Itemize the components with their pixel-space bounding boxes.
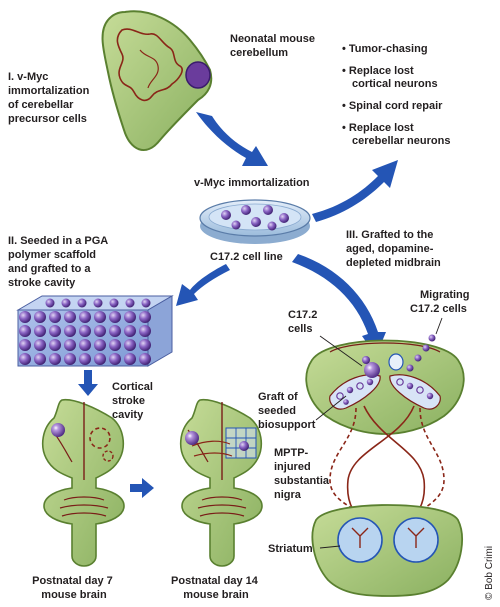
scaffold-cell [109,339,121,351]
scaffold-cell [77,298,87,308]
cell-line-label: C17.2 cell line [210,251,283,263]
arrow-to-scaffold [176,264,230,306]
scaffold-cell [94,339,106,351]
scaffold-cell [45,298,55,308]
nigra-right [389,374,441,410]
arrow-immortalization [196,112,268,166]
scaffold-cell [139,339,151,351]
scaffold-cell [79,325,91,337]
day7-cell [51,423,65,437]
scaffold-cell [109,325,121,337]
scaffold-cell [61,298,71,308]
migrating-label: Migrating C17.2 cells [410,289,473,315]
brain-day7 [41,398,125,567]
scaffold-cell [125,298,135,308]
petri-dish [199,199,311,244]
section-1-heading: I. v-Myc immortalization of cerebellar p… [8,71,92,125]
applications-list: • Tumor-chasing • Replace lost cortical … [342,43,450,147]
section-3-heading: III. Grafted to the aged, dopamine- depl… [346,229,441,269]
scaffold-cell [109,353,121,365]
striatum-section [311,504,463,597]
nigra-left [329,374,381,410]
day7-stroke-cavity [89,427,111,449]
day7-caption: Postnatal day 7 mouse brain [32,575,116,601]
scaffold-cell [124,339,136,351]
nigra-label: MPTP- injured substantia nigra [274,447,332,501]
scaffold-cell [139,311,151,323]
scaffold-cell [64,353,76,365]
scaffold-cell [64,311,76,323]
arrow-day7-to-day14 [130,478,154,498]
midbrain [305,317,465,435]
source-label: Neonatal mouse cerebellum [230,33,318,59]
scaffold-cell [49,339,61,351]
scaffold-cell [34,353,46,365]
striatum-right [393,517,439,563]
scaffold-cell [109,298,119,308]
migrating-cells [406,334,436,372]
striatum-left [337,517,383,563]
scaffold-cell [64,339,76,351]
scaffold-cell [94,311,106,323]
cerebellum-precursor-region [185,61,211,89]
scaffold-cell [49,353,61,365]
scaffold-cell [19,311,31,323]
scaffold-cell [94,353,106,365]
scaffold-cell [64,325,76,337]
striatum-label: Striatum [268,543,313,555]
arrow-to-day7 [78,370,98,396]
credit: © Bob Crimi [484,546,495,600]
scaffold-cell [94,325,106,337]
scaffold-cell [139,325,151,337]
scaffold-cell [34,311,46,323]
implanted-cells [364,362,380,378]
scaffold-cell [139,353,151,365]
scaffold-cell [93,298,103,308]
scaffold-cell [141,298,151,308]
scaffold-cell [124,311,136,323]
arrow-applications [312,160,398,222]
scaffold-cell [79,353,91,365]
scaffold-cells [19,298,151,365]
scaffold-cell [109,311,121,323]
section-2-heading: II. Seeded in a PGA polymer scaffold and… [8,235,111,289]
scaffold-cell [34,339,46,351]
stroke-label: Cortical stroke cavity [112,381,156,421]
day14-cell [185,431,199,445]
aqueduct [388,353,404,371]
pga-scaffold [16,295,174,367]
scaffold-cell [19,325,31,337]
scaffold-cell [124,353,136,365]
scaffold-cell [79,339,91,351]
scaffold-cell [124,325,136,337]
brain-day14 [179,398,263,567]
cells-label: C17.2 cells [288,309,320,335]
dish-cells [221,205,289,231]
immortalization-label: v-Myc immortalization [194,177,310,189]
scaffold-cell [49,325,61,337]
graft-label: Graft of seeded biosupport [258,391,316,431]
scaffold-cell [49,311,61,323]
scaffold-cell [19,353,31,365]
scaffold-cell [34,325,46,337]
scaffold-cell [19,339,31,351]
cerebellum-illustration [101,10,213,152]
scaffold-cell [79,311,91,323]
day14-caption: Postnatal day 14 mouse brain [171,575,261,601]
